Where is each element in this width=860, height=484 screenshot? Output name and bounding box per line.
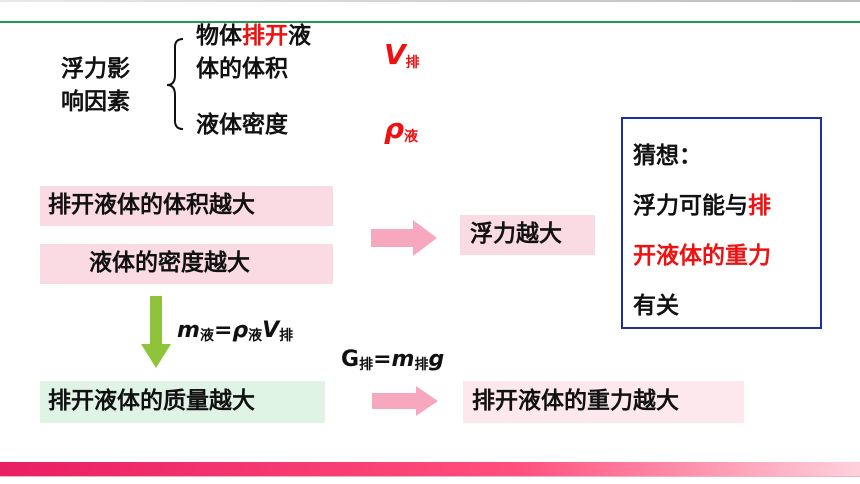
top-rule (0, 0, 860, 24)
box-density-text: 液体的密度越大 (89, 250, 250, 276)
guess-line4: 有关 (633, 293, 679, 319)
factors-label-line1: 浮力影 (61, 56, 130, 82)
symbol-v-pai: V排 (384, 38, 420, 71)
box-weight-text: 排开液体的重力越大 (472, 388, 679, 414)
guess-line2: 浮力可能与排 (633, 193, 771, 219)
bottom-bar (0, 462, 860, 476)
factor-item1-pre: 物体 (196, 23, 242, 49)
box-mass-text: 排开液体的质量越大 (48, 388, 255, 414)
factor-item2: 液体密度 (196, 112, 288, 138)
arrow-right-icon-2 (372, 386, 438, 416)
factor-item1-line1: 物体排开液 (196, 25, 311, 48)
box-buoyancy-text: 浮力越大 (470, 221, 562, 247)
box-weight: 排开液体的重力越大 (463, 381, 744, 423)
factor-item1-line2: 体的体积 (196, 56, 288, 82)
guess-line3: 开液体的重力 (633, 243, 771, 269)
factor-item1-emphasis: 排开 (242, 23, 288, 49)
box-volume: 排开液体的体积越大 (40, 186, 333, 226)
factors-label-line2: 响因素 (61, 89, 130, 115)
box-buoyancy: 浮力越大 (460, 215, 595, 255)
brace-icon (166, 38, 184, 130)
guess-title: 猜想： (633, 143, 702, 169)
box-volume-text: 排开液体的体积越大 (48, 192, 255, 218)
box-density: 液体的密度越大 (40, 244, 333, 284)
box-mass: 排开液体的质量越大 (40, 381, 325, 423)
symbol-rho-ye: ρ液 (384, 112, 419, 145)
formula-mass: m液=ρ液V排 (177, 318, 294, 344)
guess-box: 猜想： 浮力可能与排 开液体的重力 有关 (621, 117, 822, 329)
factor-item1-post: 液 (288, 23, 311, 49)
bottom-rule (0, 476, 860, 477)
arrow-down-icon (141, 296, 171, 368)
formula-gravity: G排=m排g (341, 347, 445, 373)
arrow-right-icon (371, 220, 437, 256)
